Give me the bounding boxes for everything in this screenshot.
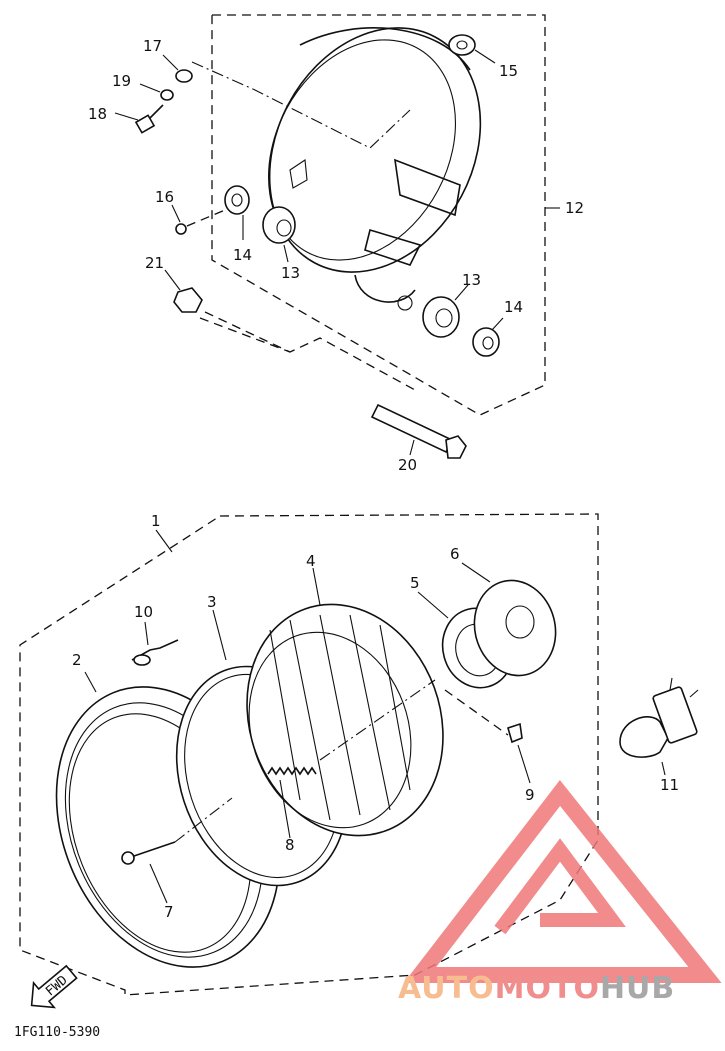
spring-washer-19 (139, 83, 174, 101)
bolt-18 (114, 104, 164, 134)
callout-18: 18 (88, 105, 107, 123)
clip-10 (131, 621, 179, 666)
callout-13-right: 13 (462, 271, 481, 289)
headlight-housing (268, 27, 482, 311)
callout-2: 2 (72, 651, 82, 669)
leader-17 (191, 61, 411, 149)
svg-text:AUTOMOTOHUB: AUTOMOTOHUB (398, 971, 675, 1006)
callout-6: 6 (450, 545, 460, 563)
bushing-13-left (262, 206, 296, 263)
adjust-screw-7 (121, 797, 233, 904)
clip-9 (444, 689, 531, 784)
bushing-13-right (422, 284, 469, 338)
collar-14-left (224, 185, 250, 240)
bolt-20 (199, 311, 467, 459)
callout-4: 4 (306, 552, 316, 570)
headlight-unit-group (19, 513, 699, 996)
callout-16: 16 (155, 188, 174, 206)
watermark-logo (403, 780, 722, 983)
callout-7: 7 (164, 903, 174, 921)
housing-assembly-group (114, 14, 560, 459)
callout-11: 11 (660, 776, 679, 794)
callout-10: 10 (134, 603, 153, 621)
callout-14-right: 14 (504, 298, 523, 316)
washer-17 (162, 54, 193, 83)
callout-8: 8 (285, 836, 295, 854)
callout-1: 1 (151, 512, 161, 530)
forward-arrow: FWD (30, 964, 78, 1009)
spring-8 (267, 679, 436, 839)
callout-21: 21 (145, 254, 164, 272)
housing-group-boundary (211, 14, 546, 416)
headlight-lens-4 (246, 567, 444, 837)
callout-5: 5 (410, 574, 420, 592)
callout-12: 12 (565, 199, 584, 217)
watermark-moto: MOTO (495, 971, 600, 1006)
callout-15: 15 (499, 62, 518, 80)
callout-19: 19 (112, 72, 131, 90)
watermark-hub: HUB (600, 971, 675, 1006)
collar-14-right (472, 317, 504, 357)
grommet-15 (448, 34, 496, 64)
callout-3: 3 (207, 593, 217, 611)
callout-17: 17 (143, 37, 162, 55)
diagram-code: 1FG110-5390 (14, 1025, 100, 1040)
screw-16 (171, 204, 226, 235)
callout-20: 20 (398, 456, 417, 474)
callout-13-left: 13 (281, 264, 300, 282)
bulb-socket-6 (461, 562, 557, 677)
unit-group-boundary (19, 513, 599, 996)
leader-1 (155, 529, 173, 553)
watermark: AUTOMOTOHUB (398, 780, 722, 1006)
watermark-auto: AUTO (398, 971, 495, 1006)
headlight-bulb-11 (619, 677, 699, 776)
callout-9: 9 (525, 786, 535, 804)
callout-14-left: 14 (233, 246, 252, 264)
nut-21 (164, 269, 203, 313)
